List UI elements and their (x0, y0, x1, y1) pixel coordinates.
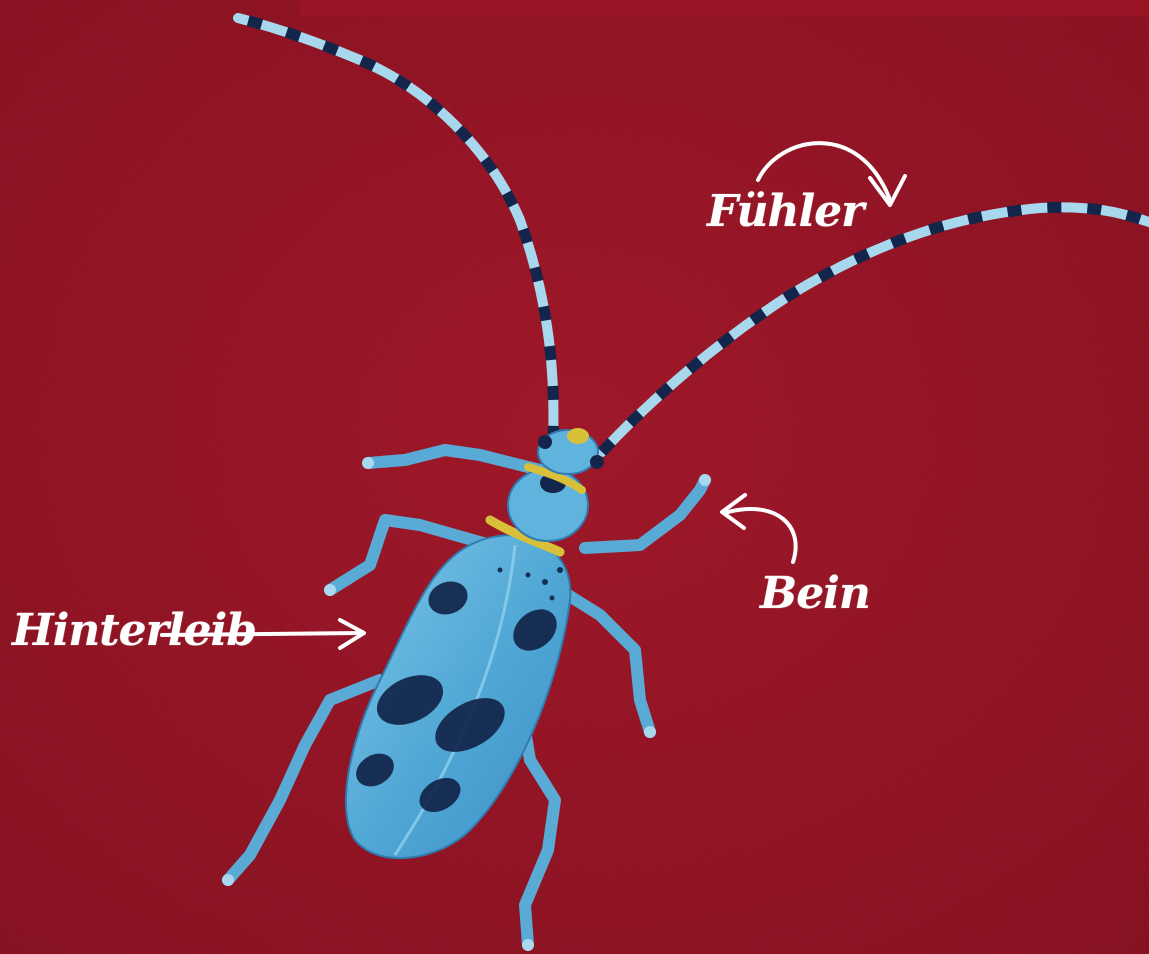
label-antenna: Fühler (707, 186, 863, 237)
top-fold (300, 0, 1149, 16)
label-leg: Bein (760, 568, 870, 619)
eye-left (538, 435, 552, 449)
label-abdomen: Hinterleib (12, 605, 256, 656)
eye-right (590, 455, 604, 469)
head-mark (567, 428, 589, 444)
